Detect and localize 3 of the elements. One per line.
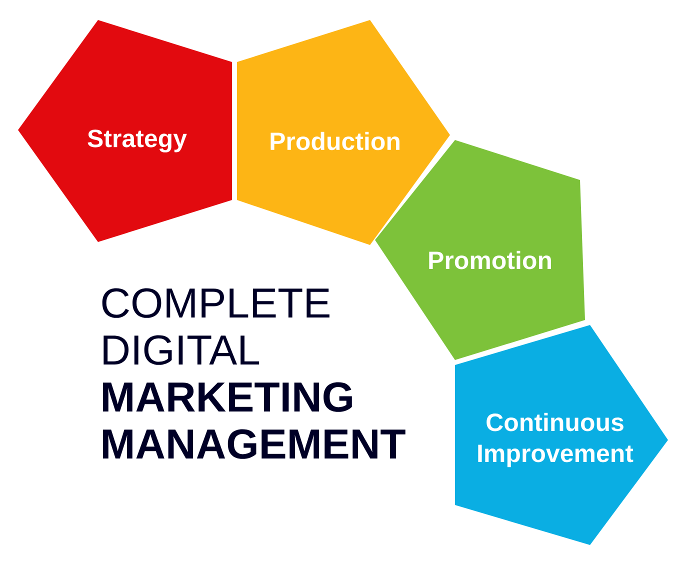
pentagon: Strategy xyxy=(18,20,232,242)
pentagon: Continuous Improvement xyxy=(455,325,668,545)
pentagon: Production xyxy=(237,20,450,245)
